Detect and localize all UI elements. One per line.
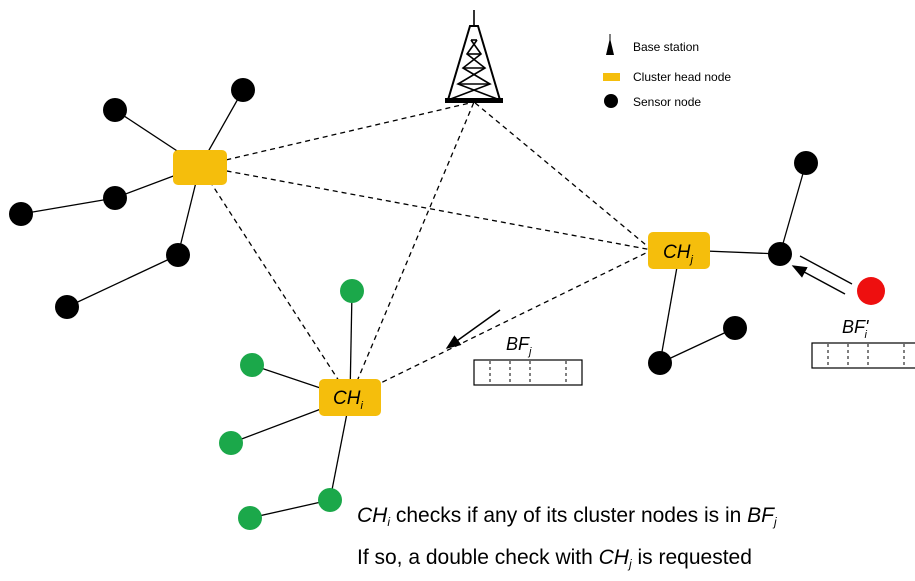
svg-text:BFj: BFj	[506, 334, 532, 358]
sensor-node	[723, 316, 747, 340]
member-node	[238, 506, 262, 530]
link-c-e	[20, 197, 116, 215]
arrow-shaft-parallel	[799, 255, 853, 285]
caption-line2-start: If so, a double check with	[357, 546, 599, 569]
bloom-filter-bfj	[473, 359, 583, 386]
caption-line2-ch: CH	[598, 546, 629, 569]
sensor-node	[103, 98, 127, 122]
chj-label-sub: j	[688, 254, 693, 266]
link-chtl-chi	[199, 165, 351, 399]
link-chj-base	[473, 101, 653, 251]
bloom-filter-bf-prime	[811, 342, 915, 369]
cluster-head-chj: CHj	[648, 232, 710, 269]
svg-text:CHj: CHj	[663, 242, 693, 266]
cluster-head-top-left	[173, 150, 227, 185]
link-chi-chj	[349, 249, 653, 399]
caption-line-1: CHi checks if any of its cluster nodes i…	[357, 504, 777, 529]
member-node	[219, 431, 243, 455]
chi-label: CH	[333, 388, 361, 409]
caption-bf-sub: j	[774, 515, 777, 529]
caption-ch: CH	[357, 504, 388, 527]
cluster-i-members	[219, 279, 364, 530]
legend-sensor-icon	[604, 94, 618, 108]
caption-mid: checks if any of its cluster nodes is in	[390, 504, 748, 527]
base-station-tower-icon	[445, 10, 503, 103]
legend-sensor-label: Sensor node	[633, 95, 701, 109]
legend-cluster-head-label: Cluster head node	[633, 70, 731, 84]
svg-text:CHi: CHi	[333, 388, 363, 412]
caption-line2-end: is requested	[631, 546, 752, 569]
chi-label-sub: i	[360, 400, 363, 412]
caption-line2-ch-sub: j	[628, 557, 632, 571]
link-k3-k4	[659, 327, 736, 364]
arrow-bf-transfer	[445, 309, 501, 349]
link-g4-g5	[249, 499, 331, 519]
cluster-head-chi: CHi	[319, 379, 381, 416]
chj-label: CH	[663, 242, 691, 263]
legend-cluster-head-icon	[603, 73, 620, 81]
sensor-nodes	[9, 78, 818, 375]
bf-prime-label: BF'	[842, 317, 869, 337]
member-node	[318, 488, 342, 512]
member-node	[340, 279, 364, 303]
sensor-node	[166, 243, 190, 267]
legend-base-station-label: Base station	[633, 40, 699, 54]
sensor-node	[103, 186, 127, 210]
link-k1-k2	[779, 162, 807, 255]
sensor-node	[768, 242, 792, 266]
link-chtl-base	[199, 101, 475, 167]
sensor-node	[9, 202, 33, 226]
caption-ch-sub: i	[387, 515, 391, 529]
caption-bf: BF	[747, 504, 775, 527]
link-chi-base	[349, 101, 475, 399]
legend-tower-icon	[606, 34, 614, 55]
sensor-node	[648, 351, 672, 375]
sensor-node	[55, 295, 79, 319]
bf-prime-label-sub: i	[864, 329, 867, 341]
bfj-label-sub: j	[527, 346, 532, 358]
sensor-node	[794, 151, 818, 175]
dashed-links	[199, 101, 653, 399]
legend: Base station Cluster head node Sensor no…	[603, 34, 731, 109]
member-node	[240, 353, 264, 377]
suspect-node	[857, 277, 885, 305]
caption-line-2: If so, a double check with CHj is reques…	[357, 546, 752, 571]
bfj-label: BF	[506, 334, 530, 354]
link-chtl-chj	[199, 165, 653, 251]
link-d-f	[66, 254, 179, 308]
arrow-suspect-report	[791, 265, 846, 295]
cluster-links	[20, 89, 807, 519]
sensor-node	[231, 78, 255, 102]
svg-text:BF'i: BF'i	[842, 317, 869, 341]
